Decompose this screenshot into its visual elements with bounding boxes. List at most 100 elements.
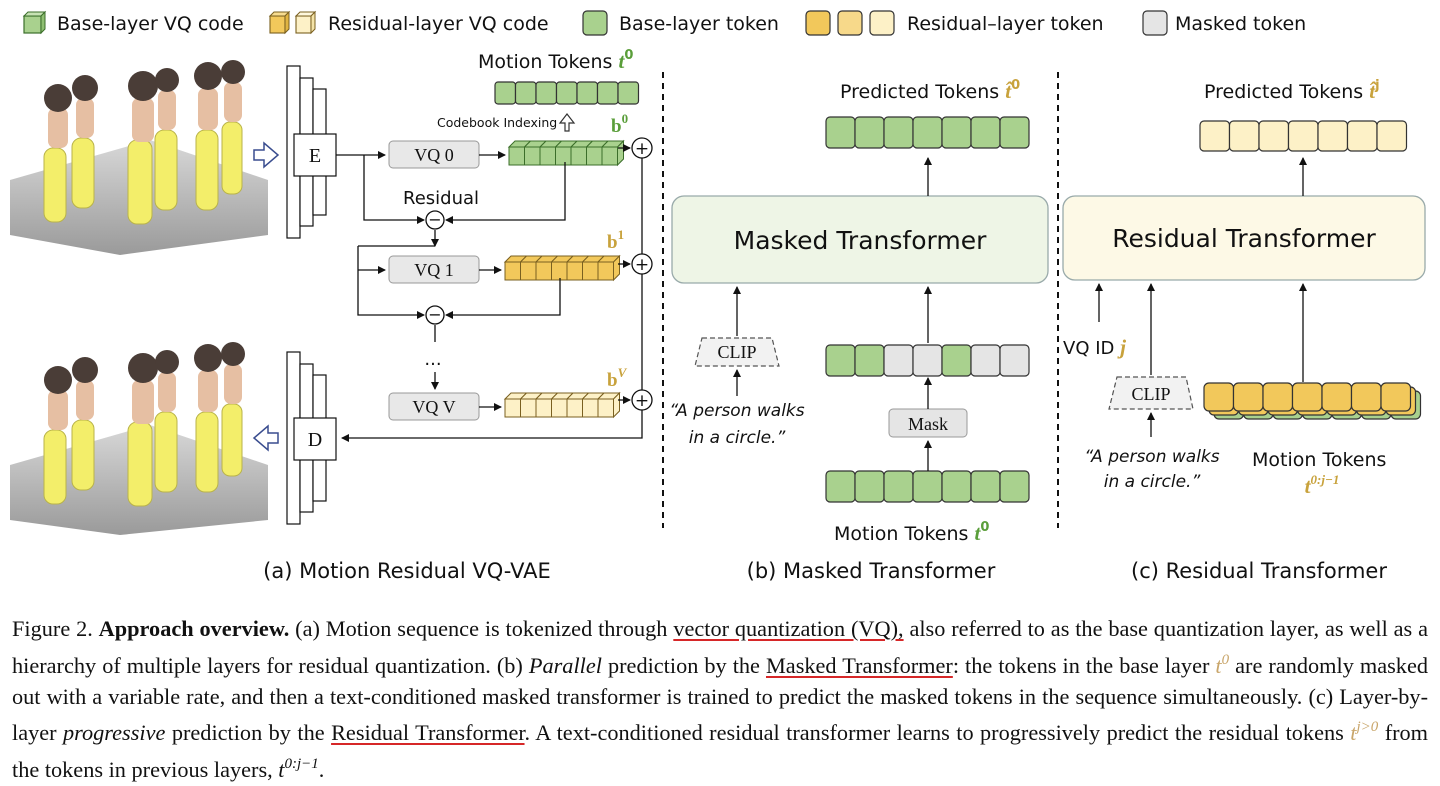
code-cube <box>538 140 563 166</box>
code-cube <box>581 392 606 418</box>
code-cube <box>554 140 579 166</box>
caption-text-6: prediction by the <box>171 720 325 746</box>
encoder-label: E <box>309 145 321 167</box>
prompt-line2-b: in a circle.” <box>689 428 786 448</box>
legend-base-token: Base-layer token <box>619 13 779 35</box>
b0-label: b0 <box>611 111 628 137</box>
token <box>1376 120 1408 152</box>
token <box>617 81 640 105</box>
token <box>883 116 914 149</box>
residual-transformer-box <box>1062 195 1426 281</box>
caption-text-5: are randomly masked out with a variable … <box>12 652 1428 746</box>
plus-1: + <box>635 255 649 275</box>
masked-transformer-link[interactable]: Masked Transformer <box>765 652 953 678</box>
token <box>825 116 856 149</box>
caption-parallel: Parallel <box>528 652 602 678</box>
base-vq-code-icon <box>22 10 47 35</box>
panel-a: E D Motion Tokens t0 Codebook Indexing V… <box>10 48 653 535</box>
legend: Base-layer VQ code Residual-layer VQ cod… <box>22 10 1306 36</box>
bv-label: bV <box>607 365 628 391</box>
vq0-label: VQ 0 <box>414 145 454 165</box>
prompt-line1-b: “A person walks <box>669 401 804 421</box>
plus-v: + <box>635 391 649 411</box>
caption-text-2: also referred to as the base quantizatio… <box>12 616 1428 678</box>
code-cube <box>596 255 621 281</box>
token <box>825 470 856 503</box>
token <box>854 116 885 149</box>
vqv-label: VQ V <box>412 397 455 417</box>
token <box>576 81 599 105</box>
masked-tokens-row-b <box>825 344 1030 377</box>
token <box>1321 382 1353 412</box>
minus-0: − <box>428 210 441 229</box>
residual-transformer-label: Residual Transformer <box>1112 224 1376 253</box>
motion-tokens-row-a <box>494 81 640 105</box>
token <box>883 470 914 503</box>
caption-text-3: prediction by the <box>607 652 760 678</box>
clip-box-b <box>694 337 780 367</box>
vq-link[interactable]: vector quantization (VQ), <box>673 616 904 641</box>
token <box>854 344 885 377</box>
code-row-b1 <box>503 254 621 282</box>
token <box>825 344 856 377</box>
legend-residual-vq-code: Residual-layer VQ code <box>328 13 549 35</box>
caption-title: Approach overview. <box>98 616 290 641</box>
residual-vq-code-icon <box>268 10 317 35</box>
masked-token-icon <box>1142 10 1168 36</box>
b1-label: b1 <box>607 227 624 253</box>
plus-0: + <box>635 139 649 159</box>
clip-label-b: CLIP <box>717 342 756 362</box>
caption-a: (a) Motion Residual VQ-VAE <box>263 559 551 583</box>
code-cube-side <box>617 139 624 167</box>
token <box>1228 120 1260 152</box>
caption-text-1: (a) Motion sequence is tokenized through <box>295 616 668 641</box>
decoder-label: D <box>308 429 322 451</box>
input-motion-image <box>10 60 268 255</box>
vq1-label: VQ 1 <box>414 260 454 280</box>
panel-c: Predicted Tokens t̂j Residual Transforme… <box>1062 78 1426 498</box>
token <box>941 344 972 377</box>
predicted-tokens-label-c: Predicted Tokens t̂j <box>1204 78 1380 103</box>
mask-label: Mask <box>908 414 948 434</box>
token <box>854 470 885 503</box>
token <box>999 116 1030 149</box>
motion-tokens-label-a: Motion Tokens t0 <box>478 48 633 73</box>
token <box>494 81 517 105</box>
code-row-b0 <box>507 139 625 167</box>
token <box>535 81 558 105</box>
code-row-bv <box>503 391 621 419</box>
token <box>514 81 537 105</box>
token <box>555 81 578 105</box>
caption-b: (b) Masked Transformer <box>747 559 996 583</box>
token <box>1291 382 1323 412</box>
token <box>970 344 1001 377</box>
motion-tokens-label-b: Motion Tokens t0 <box>834 520 989 545</box>
token <box>970 470 1001 503</box>
ellipsis: ... <box>424 349 441 370</box>
output-motion-image <box>10 342 268 535</box>
prompt-line1-c: “A person walks <box>1084 447 1219 467</box>
token <box>1203 382 1235 412</box>
token <box>970 116 1001 149</box>
token <box>941 116 972 149</box>
predicted-tokens-row-b <box>825 116 1030 149</box>
figure-caption: Figure 2. Approach overview. (a) Motion … <box>12 614 1428 786</box>
base-token-icon <box>582 10 608 36</box>
motion-tokens-row-b <box>825 470 1030 503</box>
figure-label: Figure 2. <box>12 616 93 641</box>
panel-a-connectors <box>336 144 643 442</box>
motion-tokens-stack-c <box>1203 382 1422 420</box>
residual-transformer-link[interactable]: Residual Transformer <box>331 720 525 746</box>
token <box>1262 382 1294 412</box>
token <box>1232 382 1264 412</box>
token <box>1199 120 1231 152</box>
plus-circles <box>631 137 653 411</box>
token <box>912 470 943 503</box>
clip-label-c: CLIP <box>1131 384 1170 404</box>
decoder-stack <box>286 351 337 525</box>
codebook-indexing-label: Codebook Indexing <box>437 115 557 130</box>
output-arrow-icon <box>252 424 279 452</box>
code-cube-side <box>613 391 620 419</box>
token <box>941 470 972 503</box>
clip-box-c <box>1108 376 1194 410</box>
